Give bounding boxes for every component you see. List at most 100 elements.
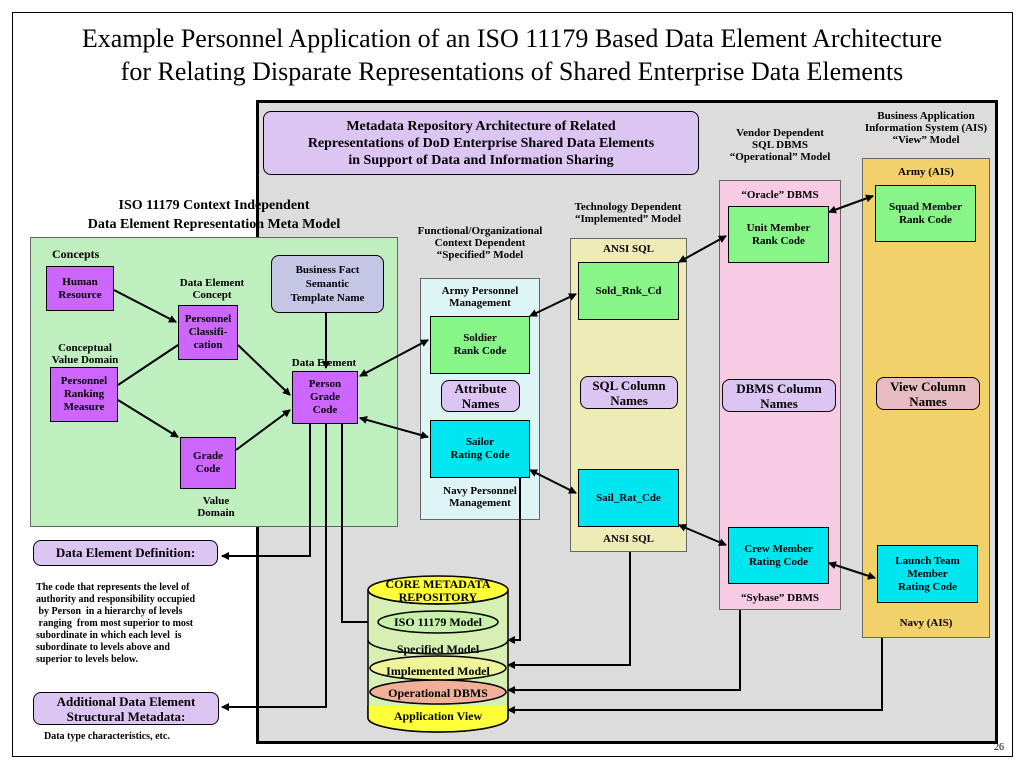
grade-code-line-2: Code bbox=[195, 463, 221, 475]
human-resource-line-2: Resource bbox=[58, 288, 102, 301]
squad-member-line-1: Squad Member bbox=[888, 200, 963, 213]
army-ais-label: Army (AIS) bbox=[898, 166, 954, 178]
operational-model-heading: Vendor Dependent SQL DBMS “Operational” … bbox=[716, 127, 844, 163]
squad-member-rank-code-box: Squad Member Rank Code bbox=[875, 185, 976, 242]
implemented-heading-line-1: Technology Dependent bbox=[574, 201, 682, 213]
operational-heading-line-3: “Operational” Model bbox=[729, 151, 831, 163]
person-grade-code-box: Person Grade Code bbox=[292, 371, 358, 424]
concepts-label: Concepts bbox=[52, 247, 100, 261]
person-grade-code-line-3: Code bbox=[312, 404, 338, 416]
specified-heading-line-2: Context Dependent bbox=[434, 237, 526, 249]
repository-layer-implemented: Implemented Model bbox=[386, 664, 490, 678]
repository-layer-operational: Operational DBMS bbox=[388, 686, 488, 700]
view-heading-line-1: Business Application bbox=[877, 110, 975, 122]
data-element-definition-label: Data Element Definition: bbox=[33, 540, 218, 566]
crew-member-line-2: Rating Code bbox=[749, 555, 808, 568]
banner-line-3: in Support of Data and Information Shari… bbox=[348, 152, 614, 168]
repository-layer-iso: ISO 11179 Model bbox=[393, 615, 482, 629]
sailor-line-2: Rating Code bbox=[450, 449, 510, 461]
personnel-classification-line-2: Classifi- bbox=[188, 326, 228, 338]
soldier-line-1: Soldier bbox=[463, 332, 497, 344]
architecture-banner: Metadata Repository Architecture of Rela… bbox=[263, 111, 699, 175]
view-model-heading: Business Application Information System … bbox=[846, 110, 1006, 146]
sybase-dbms-label: “Sybase” DBMS bbox=[741, 592, 819, 604]
specified-heading-line-3: “Specified” Model bbox=[436, 249, 524, 261]
dec-label-line-2: Concept bbox=[192, 289, 232, 301]
definition-label-text: Data Element Definition: bbox=[55, 545, 196, 560]
launch-team-member-rating-code-box: Launch Team Member Rating Code bbox=[877, 545, 978, 603]
repository-title-line-1: CORE METADATA bbox=[385, 577, 491, 591]
sold-rnk-to-unit-member-arrow bbox=[678, 235, 727, 263]
slide-title: Example Personnel Application of an ISO … bbox=[0, 22, 1024, 88]
launch-team-line-3: Rating Code bbox=[898, 580, 957, 593]
meta-model-heading-2: Data Element Representation Meta Model bbox=[87, 217, 341, 232]
person-grade-to-iso-model-arrow bbox=[341, 424, 377, 626]
classification-to-person-grade-arrow bbox=[237, 344, 291, 396]
navy-personnel-label: Navy Personnel Management bbox=[420, 485, 540, 509]
personnel-ranking-measure-box: Personnel Ranking Measure bbox=[50, 367, 118, 422]
army-personnel-line-1: Army Personnel bbox=[441, 285, 519, 297]
navy-personnel-line-1: Navy Personnel bbox=[443, 485, 517, 497]
oracle-dbms-label: “Oracle” DBMS bbox=[741, 189, 819, 201]
business-fact-line-3: Template Name bbox=[290, 292, 365, 304]
conceptual-value-domain-label: Conceptual Value Domain bbox=[40, 342, 130, 366]
grade-code-line-1: Grade bbox=[193, 450, 223, 462]
title-line-2: for Relating Disparate Representations o… bbox=[120, 57, 904, 86]
launch-team-line-1: Launch Team bbox=[895, 554, 960, 567]
value-domain-label: Value Domain bbox=[186, 495, 246, 519]
repository-title: CORE METADATA REPOSITORY bbox=[378, 578, 498, 604]
specified-heading-line-1: Functional/Organizational bbox=[417, 225, 543, 237]
personnel-ranking-line-2: Ranking bbox=[63, 388, 105, 400]
ranking-to-classification-line bbox=[117, 344, 179, 386]
business-fact-line-2: Semantic bbox=[305, 278, 350, 290]
unit-member-rank-code-box: Unit Member Rank Code bbox=[728, 206, 829, 263]
person-grade-code-line-2: Grade bbox=[310, 391, 340, 403]
page-number: 26 bbox=[994, 742, 1004, 753]
sailor-to-sail-rat-arrow bbox=[529, 469, 577, 494]
soldier-to-sold-rnk-arrow bbox=[529, 293, 577, 317]
implemented-heading-line-2: “Implemented” Model bbox=[574, 213, 681, 225]
cvd-label-line-2: Value Domain bbox=[51, 354, 119, 366]
sailor-line-1: Sailor bbox=[465, 436, 495, 448]
army-personnel-label: Army Personnel Management bbox=[420, 285, 540, 309]
banner-line-2: Representations of DoD Enterprise Shared… bbox=[307, 135, 655, 151]
sailor-rating-code-box: Sailor Rating Code bbox=[430, 420, 530, 478]
business-fact-template-box: Business Fact Semantic Template Name bbox=[271, 255, 384, 313]
navy-ais-label: Navy (AIS) bbox=[899, 617, 953, 629]
person-grade-code-line-1: Person bbox=[308, 378, 342, 390]
operational-heading-line-1: Vendor Dependent bbox=[736, 127, 824, 139]
army-personnel-line-2: Management bbox=[449, 297, 511, 309]
sail-rat-cde-box: Sail_Rat_Cde bbox=[578, 469, 679, 527]
operational-heading-line-2: SQL DBMS bbox=[752, 139, 808, 151]
personnel-ranking-line-3: Measure bbox=[63, 401, 105, 413]
person-grade-to-structural-arrow bbox=[221, 424, 327, 711]
dbms-column-names-line-1: DBMS Column bbox=[736, 380, 822, 396]
view-heading-line-3: “View” Model bbox=[892, 134, 960, 146]
view-column-names-line-1: View Column bbox=[890, 378, 966, 394]
ansi-sql-top-label: ANSI SQL bbox=[602, 243, 655, 255]
definition-text: The code that represents the level of au… bbox=[36, 582, 196, 665]
implemented-to-implemented-model-arrow bbox=[507, 552, 631, 669]
view-column-names-line-2: Names bbox=[909, 393, 947, 409]
core-metadata-repository-cylinder bbox=[367, 575, 509, 733]
specified-model-heading: Functional/Organizational Context Depend… bbox=[400, 225, 560, 261]
meta-model-heading: ISO 11179 Context Independent Data Eleme… bbox=[30, 196, 398, 234]
personnel-classification-box: Personnel Classifi- cation bbox=[178, 305, 238, 360]
launch-team-line-2: Member bbox=[907, 567, 948, 580]
dbms-column-names-label: DBMS Column Names bbox=[722, 379, 836, 412]
attribute-names-label: Attribute Names bbox=[441, 380, 520, 412]
person-grade-to-soldier-arrow bbox=[359, 339, 429, 377]
dec-label-line-1: Data Element bbox=[179, 277, 245, 289]
sail-rat-cde-text: Sail_Rat_Cde bbox=[596, 491, 661, 504]
structural-label-line-1: Additional Data Element bbox=[56, 693, 196, 709]
hr-to-classification-arrow bbox=[113, 289, 177, 323]
sql-column-names-line-2: Names bbox=[610, 392, 648, 408]
sold-rnk-cd-text: Sold_Rnk_Cd bbox=[595, 284, 662, 297]
value-domain-line-2: Domain bbox=[197, 507, 235, 519]
sailor-to-specified-model-arrow bbox=[507, 478, 521, 644]
human-resource-box: Human Resource bbox=[46, 266, 114, 311]
person-grade-to-sailor-arrow bbox=[359, 416, 429, 439]
sold-rnk-cd-box: Sold_Rnk_Cd bbox=[578, 262, 679, 320]
ansi-sql-bottom-label: ANSI SQL bbox=[602, 533, 655, 545]
